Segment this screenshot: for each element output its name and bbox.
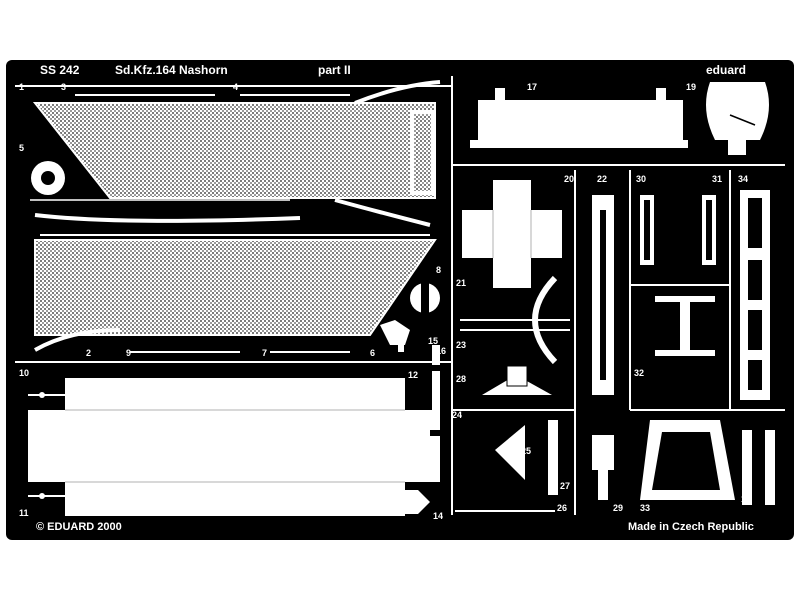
part-number-27: 27 [560,481,571,491]
part-number-6: 6 [370,348,376,358]
fret-origin: Made in Czech Republic [628,521,754,533]
part-number-7: 7 [262,348,268,358]
part-number-13: 13 [408,437,419,447]
part-number-34: 34 [738,174,749,184]
part-number-33: 33 [640,503,651,513]
part-number-29: 29 [613,503,624,513]
part-12-plate [378,380,402,396]
part-27-rod [548,420,558,495]
part-17-bracket [470,88,688,148]
part-11-large-panel [28,378,440,516]
part-number-23: 23 [456,340,467,350]
fret-part: part II [318,63,351,77]
part-number-31: 31 [712,174,723,184]
part-34-ladder [740,190,770,400]
part-number-12: 12 [408,370,419,380]
fret-dividers [15,76,785,515]
part-32-h-bracket [655,296,715,356]
fret-maker: eduard [706,63,747,77]
part-2-side-plate [34,234,437,353]
curved-strip-upper [34,213,301,223]
part-23-bracket [482,365,552,395]
part-number-1: 1 [19,82,25,92]
part-31-small-parts [702,195,716,265]
curved-strip-right [334,198,431,227]
part-number-3: 3 [61,82,67,92]
part-19-hatch [706,82,769,155]
part-number-32: 32 [634,368,645,378]
part-number-18: 18 [741,494,752,504]
part-9-bracket [380,320,410,352]
part-29-bracket [592,435,614,500]
part-number-30: 30 [636,174,647,184]
part-number-9: 9 [126,348,132,358]
part-1-side-plate [30,80,441,201]
part-number-26: 26 [557,503,568,513]
part-number-11: 11 [19,508,29,518]
part-number-16: 16 [436,346,447,356]
part-20-cross [462,180,562,288]
part-number-14: 14 [433,511,444,521]
part-number-20: 20 [564,174,575,184]
part-18-rod [742,430,752,505]
part-15-vertical-rod [430,345,442,465]
part-8-disc [410,283,440,313]
part-number-5: 5 [19,143,25,153]
part-number-8: 8 [436,265,442,275]
part-25-triangle [495,425,525,480]
part-34-rod [765,430,775,505]
part-number-10: 10 [19,368,30,378]
part-number-21: 21 [456,278,467,288]
fret-code: SS 242 [40,63,80,77]
part-number-2: 2 [86,348,92,358]
part-14-hex-plate [385,490,430,514]
part-22-long-bar [592,195,614,395]
part-5-disc [31,161,65,195]
part-number-15: 15 [428,336,439,346]
fret-title: Sd.Kfz.164 Nashorn [115,63,228,77]
part-30-small-parts [640,195,654,265]
part-number-22: 22 [597,174,608,184]
part-number-28: 28 [456,374,467,384]
fret-copyright: © EDUARD 2000 [36,521,122,533]
part-number-4: 4 [233,82,239,92]
part-number-19: 19 [686,82,697,92]
part-number-24: 24 [452,410,463,420]
part-number-25: 25 [521,446,532,456]
part-number-17: 17 [527,82,538,92]
